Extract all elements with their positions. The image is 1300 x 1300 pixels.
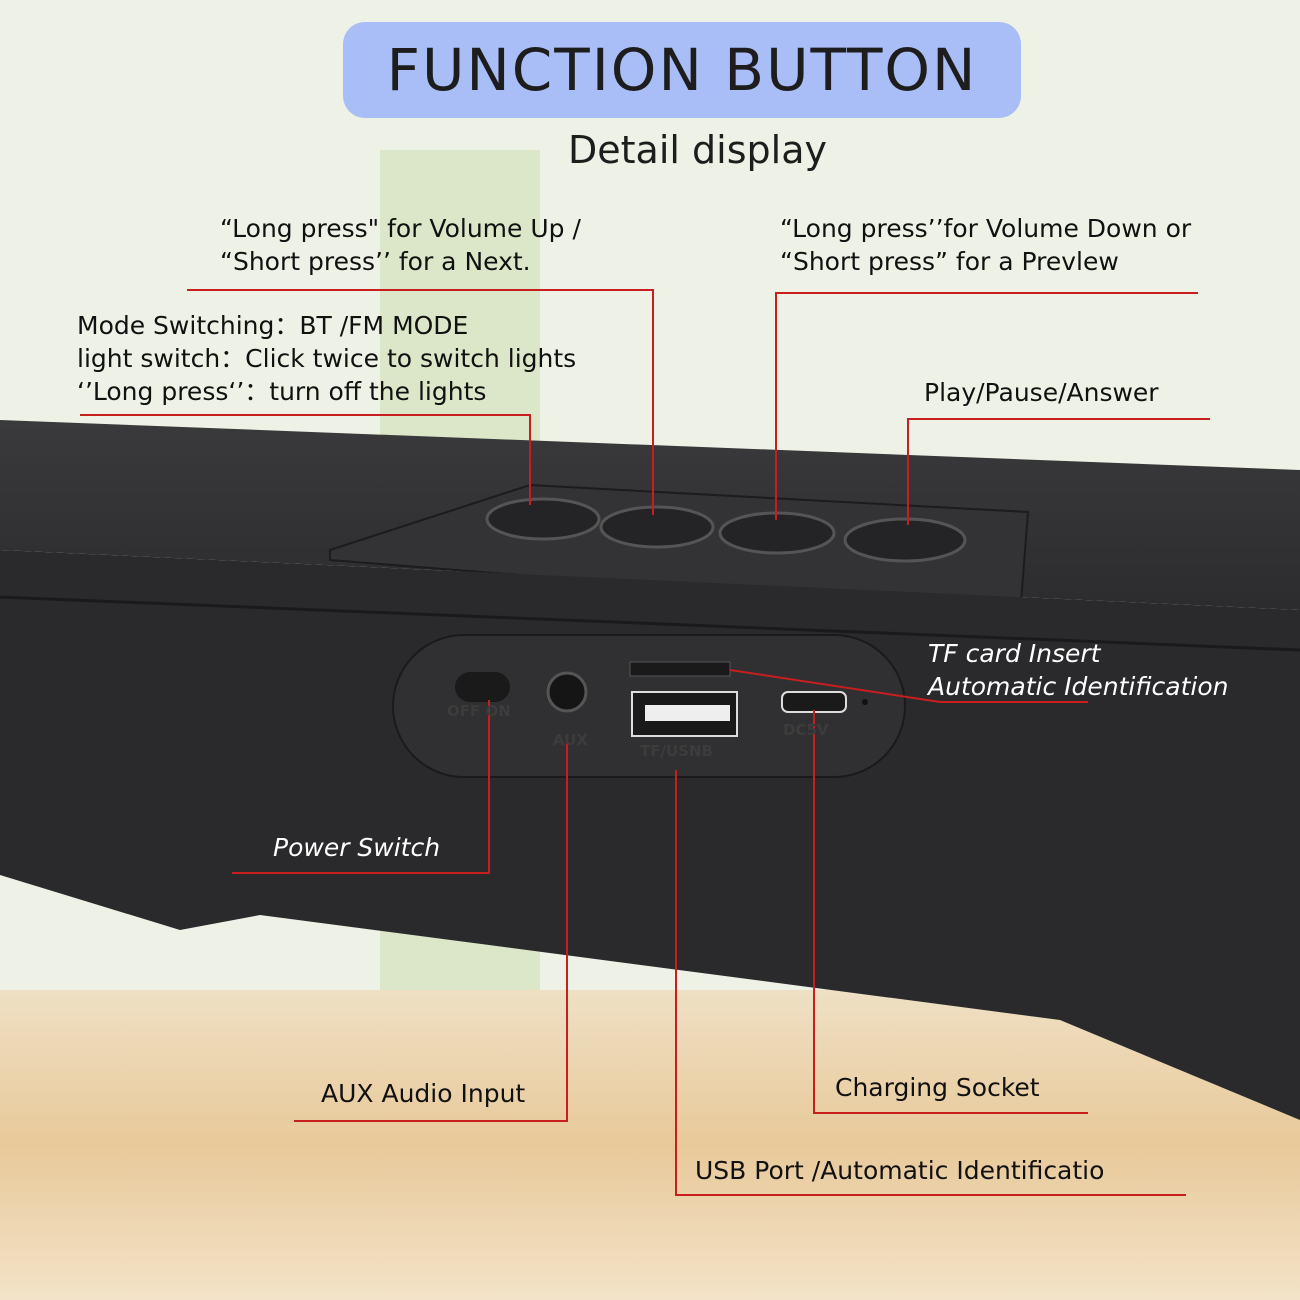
title-banner: FUNCTION BUTTON	[343, 22, 1021, 118]
volume-up-line-2: “Short press’’ for a Next.	[220, 247, 531, 276]
page-subtitle: Detail display	[568, 128, 827, 172]
play-pause-label: Play/Pause/Answer	[924, 378, 1159, 407]
print-usb: TF/USNB	[640, 742, 713, 760]
tf-card-label: TF card Insert Automatic Identification	[928, 637, 1228, 703]
aux-label: AUX Audio Input	[321, 1079, 526, 1108]
play-pause-button	[843, 517, 967, 563]
volume-up-button	[599, 505, 715, 549]
aux-jack	[546, 671, 588, 713]
volume-down-line-1: “Long press’’for Volume Down or	[780, 214, 1192, 243]
mode-line-3: ‘’Long press‘’：turn off the lights	[77, 377, 487, 406]
volume-down-label: “Long press’’for Volume Down or “Short p…	[780, 212, 1191, 278]
mode-line-2: light switch：Click twice to switch light…	[77, 344, 577, 373]
mode-button	[485, 497, 601, 541]
volume-up-line-1: “Long press" for Volume Up /	[220, 214, 581, 243]
volume-down-line-2: “Short press” for a Prevlew	[780, 247, 1119, 276]
usb-label: USB Port /Automatic Identificatio	[695, 1156, 1105, 1185]
print-off-on: OFF ON	[447, 702, 511, 720]
tf-card-slot	[629, 661, 731, 677]
control-buttons	[485, 497, 967, 563]
power-switch	[455, 672, 510, 702]
power-switch-label: Power Switch	[273, 833, 441, 862]
mode-line-1: Mode Switching：BT /FM MODE	[77, 311, 469, 340]
mode-label: Mode Switching：BT /FM MODE light switch：…	[77, 309, 576, 408]
volume-up-label: “Long press" for Volume Up / “Short pres…	[220, 212, 581, 278]
page-title: FUNCTION BUTTON	[386, 36, 978, 104]
wooden-table	[0, 990, 1300, 1300]
charging-label: Charging Socket	[835, 1073, 1040, 1102]
speaker-front	[0, 550, 1300, 1120]
leader-lines	[80, 289, 1210, 1196]
print-dc5v: DC5V	[783, 721, 829, 739]
print-aux: AUX	[553, 731, 588, 749]
tf-card-line-2: Automatic Identification	[928, 672, 1229, 701]
micro-usb-port	[781, 691, 847, 713]
tf-card-line-1: TF card Insert	[928, 639, 1101, 668]
